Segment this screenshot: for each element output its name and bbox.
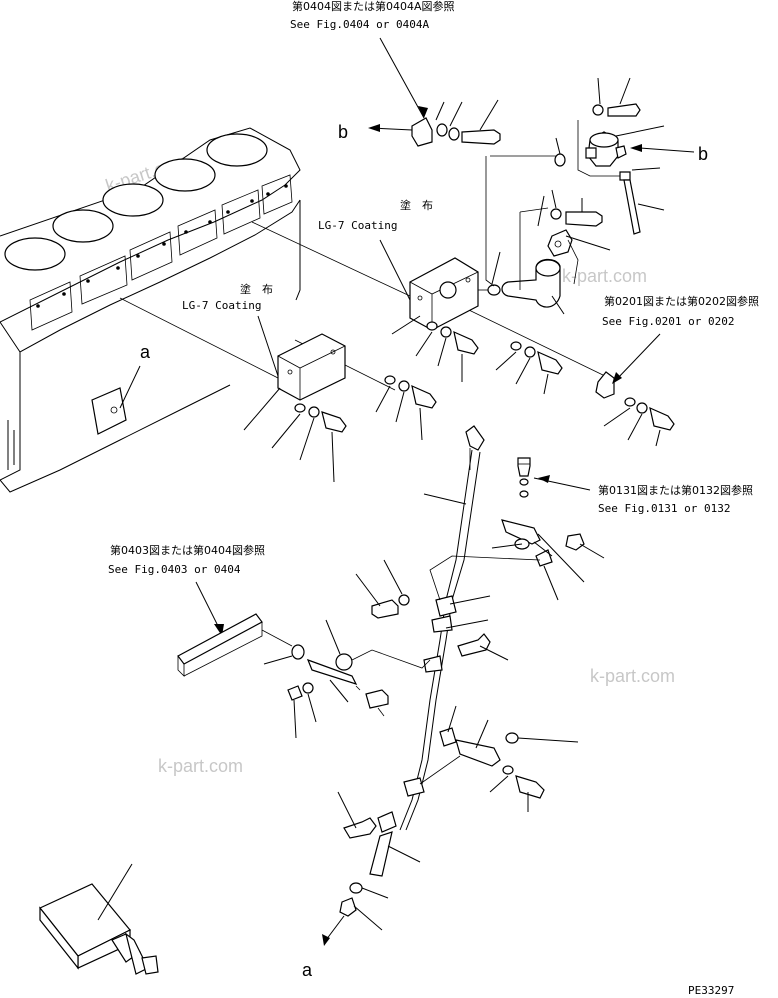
ref-0131-en: See Fig.0131 or 0132: [598, 502, 730, 515]
ref-0404-jp: 第0404図または第0404A図参照: [292, 0, 455, 13]
top-right-valve-group: [501, 77, 695, 315]
ref-0404-en: See Fig.0404 or 0404A: [290, 18, 429, 31]
coating-label-en-1: LG-7 Coating: [182, 299, 261, 312]
ref-0201-en: See Fig.0201 or 0202: [602, 315, 734, 328]
left-bracket-group: [177, 613, 431, 739]
dipstick-handle: [39, 863, 159, 975]
ref-0201-jp: 第0201図または第0202図参照: [604, 294, 759, 308]
cylinder-bore-4: [52, 209, 114, 243]
coating-label-en-2: LG-7 Coating: [318, 219, 397, 232]
watermark-2: k-part.com: [562, 266, 647, 286]
cylinder-bore-5: [4, 237, 66, 271]
upper-flange-fasteners: [415, 321, 675, 447]
engine-block: [0, 127, 301, 493]
ref-0131-jp: 第0131図または第0132図参照: [598, 483, 753, 497]
callout-a-bottom: a: [302, 960, 313, 980]
coating-label-jp-2: 塗 布: [400, 198, 433, 212]
callout-b-left: b: [338, 122, 348, 142]
watermark-3: k-part.com: [590, 666, 675, 686]
lower-plate-fasteners: [271, 375, 437, 483]
callout-a-top: a: [140, 342, 151, 362]
top-fitting-group: [411, 99, 501, 147]
ref-0403-jp: 第0403図または第0404図参照: [110, 543, 265, 557]
upper-flange: [251, 221, 606, 377]
callout-b-right: b: [698, 144, 708, 164]
ref-0403-en: See Fig.0403 or 0404: [108, 563, 241, 576]
coating-label-jp-1: 塗 布: [240, 282, 273, 296]
lower-cover-plate: [119, 297, 396, 401]
drawing-number: PE33297: [688, 984, 734, 997]
cylinder-bore-2: [154, 158, 216, 192]
cylinder-bore-3: [102, 183, 164, 217]
sensor-bolt-group: [517, 457, 591, 498]
dipstick-assembly: [322, 425, 605, 946]
watermark-4: k-part.com: [158, 756, 243, 776]
block-cover-a: [91, 387, 127, 435]
cylinder-bore-1: [206, 133, 268, 167]
